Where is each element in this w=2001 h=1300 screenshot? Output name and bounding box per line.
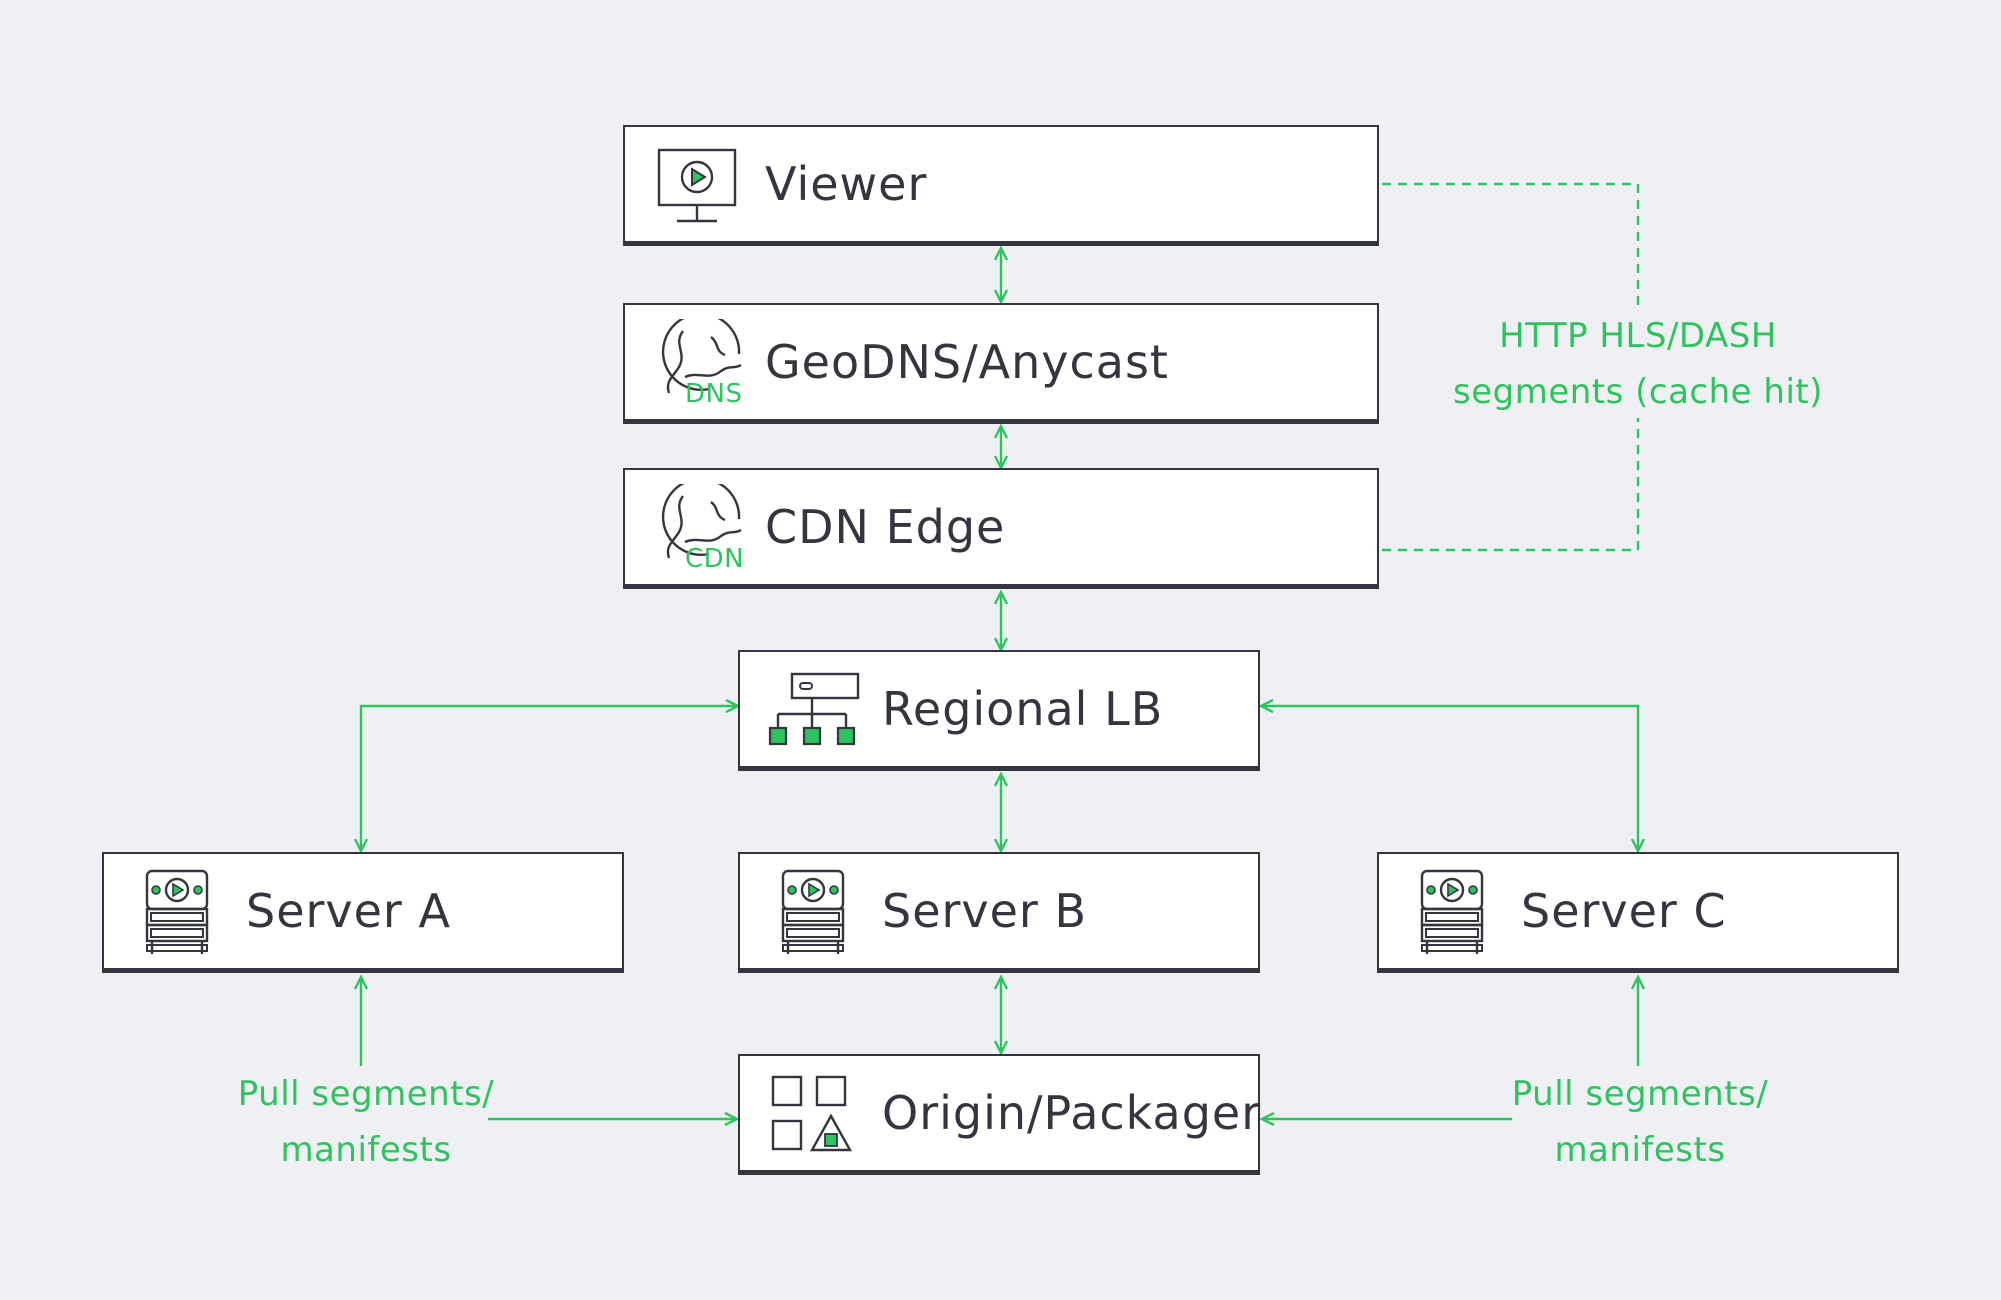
load-balancer-icon (768, 672, 860, 746)
cache-hit-note: HTTP HLS/DASH segments (cache hit) (1438, 308, 1838, 420)
pull-right-note: Pull segments/ manifests (1490, 1066, 1790, 1178)
regional-lb-node: Regional LB (738, 650, 1260, 768)
dns-badge: DNS (685, 379, 743, 409)
server-b-label: Server B (882, 884, 1088, 938)
cache-hit-note-line1: HTTP HLS/DASH (1499, 316, 1777, 356)
viewer-label: Viewer (765, 157, 928, 211)
origin-packager-label: Origin/Packager (882, 1086, 1262, 1140)
media-server-icon (1420, 869, 1484, 954)
server-c-label: Server C (1521, 884, 1727, 938)
regional-lb-label: Regional LB (882, 682, 1164, 736)
cache-hit-dashed-path-bottom (1382, 418, 1640, 552)
cdn-edge-node: CDN CDN Edge (623, 468, 1379, 586)
geodns-node: DNS GeoDNS/Anycast (623, 303, 1379, 421)
pull-right-note-line1: Pull segments/ (1511, 1074, 1769, 1114)
origin-packager-node: Origin/Packager (738, 1054, 1260, 1172)
pull-right-note-line2: manifests (1554, 1130, 1726, 1170)
media-server-icon (145, 869, 209, 954)
cache-hit-note-line2: segments (cache hit) (1452, 372, 1823, 412)
shapes-icon (771, 1075, 853, 1152)
cdn-badge: CDN (685, 544, 745, 574)
cdn-edge-label: CDN Edge (765, 500, 1006, 554)
cache-hit-dashed-path-top (1382, 182, 1640, 310)
monitor-play-icon (657, 148, 737, 223)
viewer-node: Viewer (623, 125, 1379, 243)
server-b-node: Server B (738, 852, 1260, 970)
pull-left-note-line2: manifests (280, 1130, 452, 1170)
server-a-node: Server A (102, 852, 624, 970)
server-a-label: Server A (246, 884, 451, 938)
lb-server-c-connector (1261, 706, 1638, 851)
globe-icon (661, 319, 742, 394)
globe-icon (661, 484, 742, 559)
pull-left-note-line1: Pull segments/ (237, 1074, 495, 1114)
lb-server-a-connector (361, 706, 738, 851)
geodns-label: GeoDNS/Anycast (765, 335, 1169, 389)
pull-left-note: Pull segments/ manifests (216, 1066, 516, 1178)
server-c-node: Server C (1377, 852, 1899, 970)
media-server-icon (781, 869, 845, 954)
